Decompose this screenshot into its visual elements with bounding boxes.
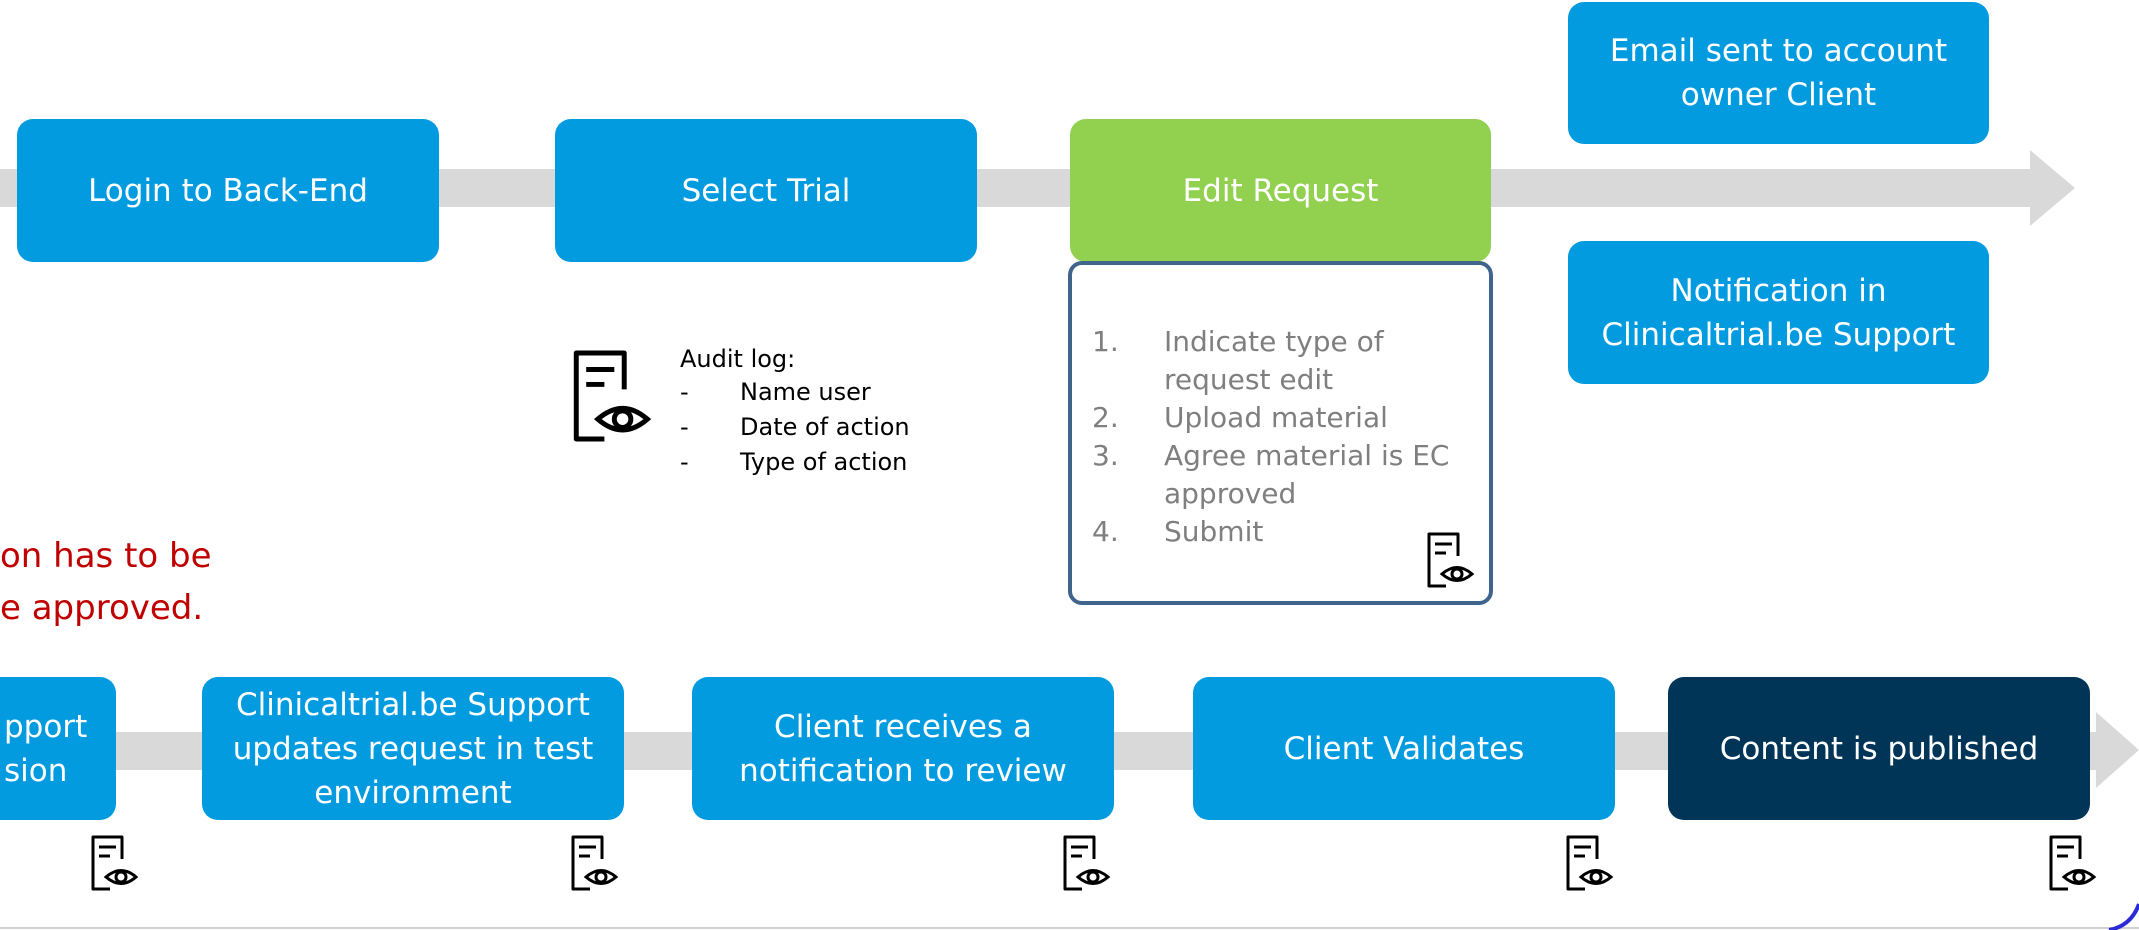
audit-bullet: - [680,448,689,476]
step-content-published: Content is published [1668,677,2090,820]
audit-item-text: Type of action [740,448,908,476]
audit-log-document-eye-icon [568,346,654,446]
list-item: - Name user [680,375,980,410]
list-item: 3. Agree material is EC approved [1092,437,1479,513]
step-client-receives-label: Client receives a notification to review [739,708,1067,789]
audit-document-eye-icon [2046,833,2098,893]
audit-item-text: Date of action [740,413,910,441]
list-item: 1. Indicate type of request edit [1092,323,1479,399]
audit-item-text: Name user [740,378,871,406]
outcome-email-sent: Email sent to account owner Client [1568,2,1989,144]
step-edit-request-label: Edit Request [1182,172,1379,209]
step-login-label: Login to Back-End [88,172,368,209]
step-number: 1. [1092,325,1119,358]
note-line-2: e approved. [0,588,204,628]
audit-document-eye-icon [1424,530,1476,590]
list-item: - Date of action [680,410,980,445]
step-select-trial: Select Trial [555,119,977,262]
bottom-divider [0,927,2139,929]
step-support-updates-request: Clinicaltrial.be Support updates request… [202,677,624,820]
step-edit-request: Edit Request [1070,119,1491,262]
audit-bullet: - [680,413,689,441]
step-text: Submit [1164,515,1264,548]
outcome-notification-support: Notification in Clinicaltrial.be Support [1568,241,1989,384]
audit-document-eye-icon [1563,833,1615,893]
step-support-revision-label: pport sion [4,708,88,789]
step-text: Agree material is EC approved [1164,439,1450,510]
step-login-to-back-end: Login to Back-End [17,119,439,262]
list-item: 4. Submit [1092,513,1479,551]
list-item: 2. Upload material [1092,399,1479,437]
step-client-validates-label: Client Validates [1283,730,1525,767]
step-support-revision: pport sion [0,677,116,820]
step-client-validates: Client Validates [1193,677,1615,820]
step-select-trial-label: Select Trial [681,172,851,209]
corner-accent [2108,903,2139,930]
step-number: 3. [1092,439,1119,472]
top-flow-arrowhead [2030,150,2075,226]
list-item: - Type of action [680,445,980,480]
step-number: 4. [1092,515,1119,548]
edit-request-steps-list: 1. Indicate type of request edit 2. Uplo… [1092,323,1479,551]
outcome-notification-label: Notification in Clinicaltrial.be Support [1601,272,1956,353]
edit-request-steps-panel: 1. Indicate type of request edit 2. Uplo… [1068,261,1493,605]
outcome-email-sent-label: Email sent to account owner Client [1609,33,1948,113]
step-content-published-label: Content is published [1719,730,2039,767]
step-client-receives-notification: Client receives a notification to review [692,677,1114,820]
note-line-1: on has to be [0,536,212,576]
audit-document-eye-icon [88,833,140,893]
step-text: Indicate type of request edit [1164,325,1384,396]
audit-document-eye-icon [568,833,620,893]
step-number: 2. [1092,401,1119,434]
audit-document-eye-icon [1060,833,1112,893]
step-text: Upload material [1164,401,1388,434]
step-support-updates-label: Clinicaltrial.be Support updates request… [232,686,594,811]
audit-log-title: Audit log: [680,345,796,373]
audit-log-block: Audit log: - Name user - Date of action … [680,343,980,480]
bottom-flow-arrowhead [2096,712,2139,788]
audit-bullet: - [680,378,689,406]
